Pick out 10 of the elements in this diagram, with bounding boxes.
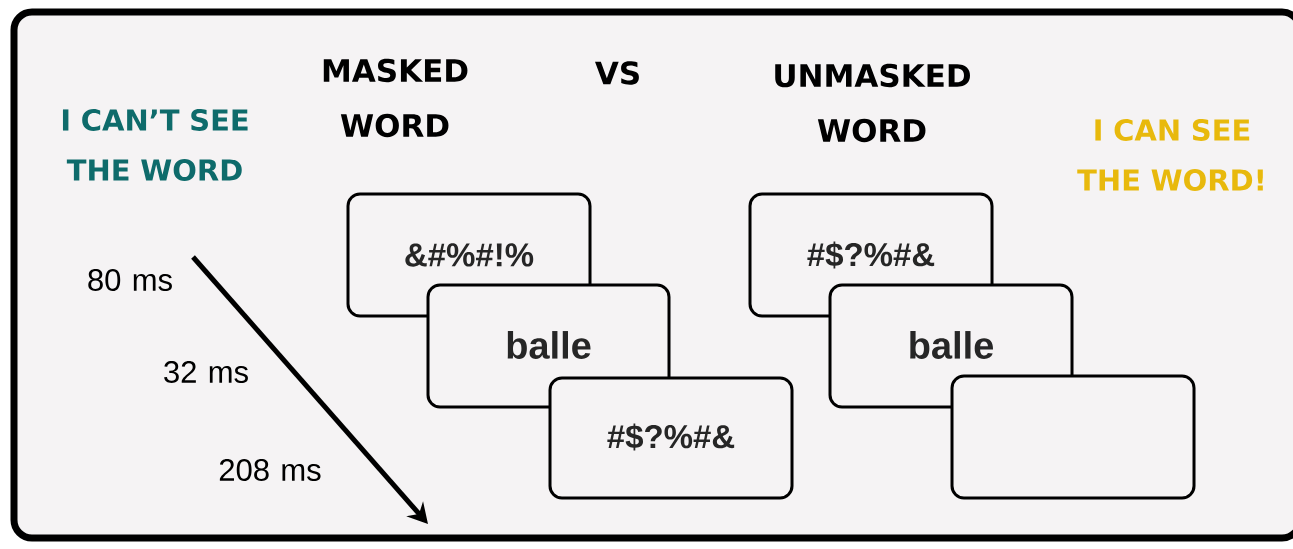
status-heading: I CAN’T SEE THE WORD [62,109,248,181]
stimulus-screen: #$?%#& [548,376,794,500]
status-heading: I CAN SEE THE WORD! [1077,119,1263,191]
condition-heading: MASKED WORD [323,58,468,138]
duration-label: 32 ms [164,361,248,383]
duration-label: 80 ms [88,269,172,291]
stimulus-screen [950,374,1196,500]
versus-label: VS [595,61,639,85]
condition-heading: UNMASKED WORD [775,63,970,143]
duration-label: 208 ms [219,459,321,481]
